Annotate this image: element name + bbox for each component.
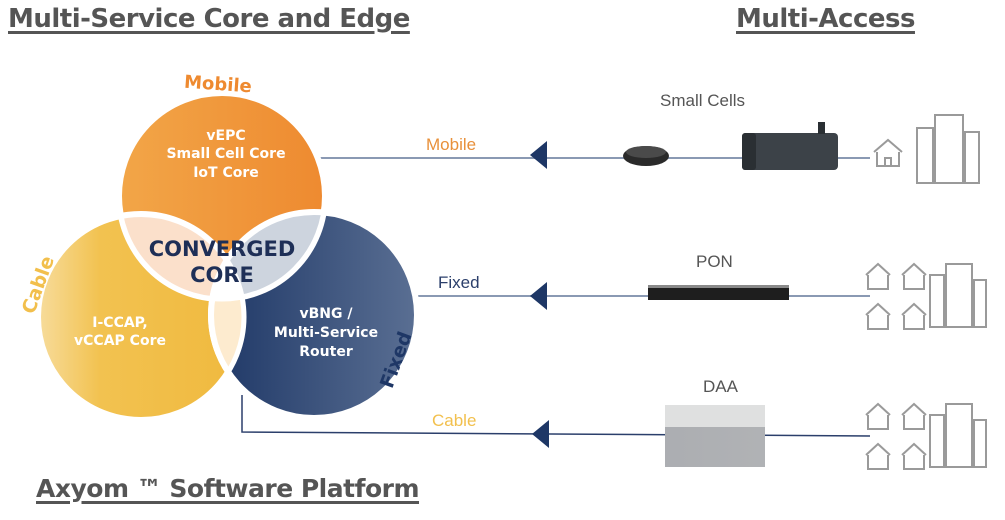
converged-core-line: CORE bbox=[190, 263, 254, 287]
cable-link-label: Cable bbox=[432, 411, 477, 430]
cable-text-line: vCCAP Core bbox=[74, 333, 166, 349]
small-cells-label: Small Cells bbox=[660, 91, 746, 110]
multi-access-title: Multi-Access bbox=[736, 4, 915, 34]
cable-text-line: I-CCAP, bbox=[92, 315, 147, 331]
mobile-arrow-icon bbox=[530, 141, 547, 169]
mobile-label: Mobile bbox=[183, 72, 252, 98]
small-cell-radio-icon bbox=[742, 122, 838, 170]
small-cell-router-icon bbox=[623, 146, 669, 166]
neighborhood-buildings-icon bbox=[865, 402, 987, 470]
platform-title: Axyom ™ Software Platform bbox=[36, 474, 420, 503]
mobile-text-line: vEPC bbox=[206, 128, 245, 144]
mobile-text-line: Small Cell Core bbox=[166, 146, 285, 162]
pon-label: PON bbox=[696, 252, 733, 271]
fixed-text-line: Multi-Service bbox=[274, 325, 378, 341]
pon-olt-icon bbox=[648, 285, 789, 300]
fixed-link-label: Fixed bbox=[438, 273, 480, 292]
converged-core-line: CONVERGED bbox=[149, 237, 296, 261]
core-edge-title: Multi-Service Core and Edge bbox=[8, 4, 410, 34]
cable-arrow-icon bbox=[532, 420, 549, 448]
fixed-arrow-icon bbox=[530, 282, 547, 310]
mobile-link-label: Mobile bbox=[426, 135, 477, 154]
cable-link-line bbox=[241, 395, 871, 437]
home-buildings-icon bbox=[873, 114, 980, 184]
daa-label: DAA bbox=[703, 377, 738, 396]
daa-node-icon bbox=[665, 405, 765, 467]
mobile-text-line: IoT Core bbox=[193, 165, 259, 181]
fixed-text-line: vBNG / bbox=[300, 306, 354, 322]
neighborhood-buildings-icon bbox=[865, 262, 987, 330]
fixed-text-line: Router bbox=[299, 344, 353, 360]
